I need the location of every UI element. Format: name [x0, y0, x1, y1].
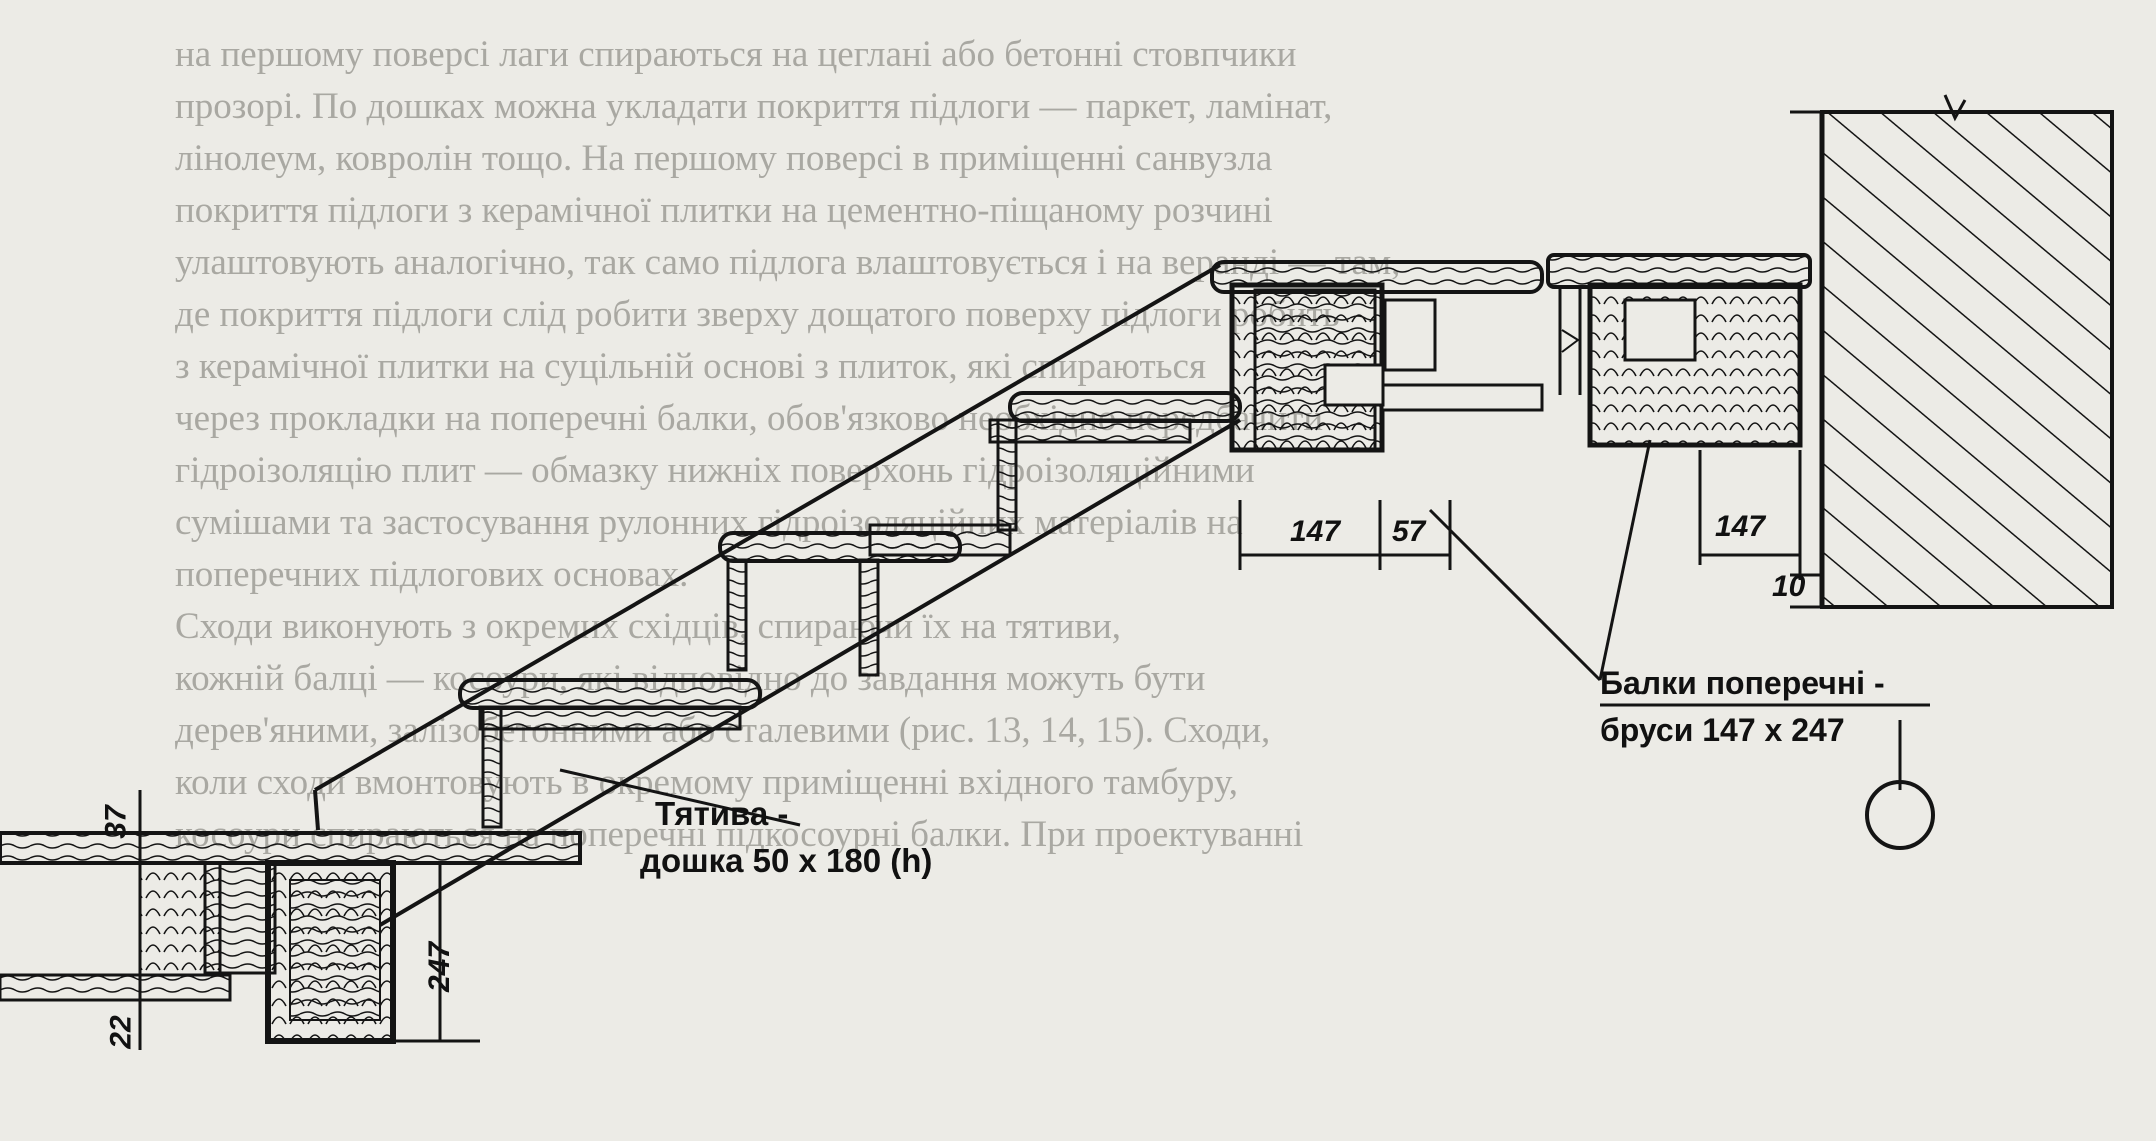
background-text-line: гідроізоляцію плит — обмазку нижніх пове… — [175, 450, 1255, 491]
dimension-37: 37 — [99, 805, 133, 839]
section-marker-circle — [1865, 780, 1935, 850]
dimension-22: 22 — [104, 1015, 138, 1049]
stringer-label-line2: дошка 50 х 180 (h) — [640, 842, 933, 879]
top-landing-beam — [1210, 260, 1544, 453]
stringer-label-line1: Тятива - — [655, 795, 789, 832]
upper-floor-beam-section — [1546, 253, 1812, 448]
stair-steps — [458, 391, 1242, 829]
leader-lines — [559, 439, 1930, 827]
background-text-line: з керамічної плитки на суцільній основі … — [175, 346, 1206, 387]
background-text-line: улаштовують аналогічно, так само підлога… — [175, 242, 1401, 283]
background-text-line: прозорі. По дошках можна укладати покрит… — [175, 86, 1333, 127]
dimension-247: 247 — [423, 941, 457, 993]
background-text-line: покриття підлоги з керамічної плитки на … — [175, 190, 1273, 231]
dimension-lines — [125, 450, 1822, 1050]
dimension-57: 57 — [1392, 515, 1426, 548]
background-text-line: Сходи виконують з окремих східців, спира… — [175, 606, 1122, 647]
lower-floor-beam-section — [0, 831, 582, 1044]
background-text-line: поперечних підлогових основах. — [175, 554, 689, 595]
dimension-147-right: 147 — [1715, 510, 1766, 543]
beams-label-line2: бруси 147 х 247 — [1600, 712, 1845, 748]
masonry-wall — [1790, 94, 2114, 609]
dimension-147-left: 147 — [1290, 515, 1341, 548]
background-text-line: на першому поверсі лаги спираються на це… — [175, 34, 1297, 75]
dimension-10: 10 — [1772, 570, 1806, 603]
background-text-line: лінолеум, ковролін тощо. На першому пове… — [175, 138, 1273, 179]
background-text-line: де покриття підлоги слід робити зверху д… — [175, 294, 1340, 335]
beams-label-line1: Балки поперечні - — [1600, 665, 1885, 701]
